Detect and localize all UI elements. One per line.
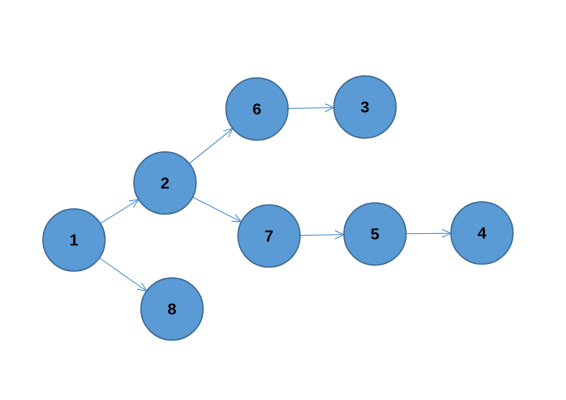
node-label: 4 [478,226,487,243]
edge-line [299,234,345,236]
node-circle [333,75,397,139]
node-8: 8 [140,277,204,341]
edge-7-5 [299,230,346,240]
edge-line [192,196,242,223]
edge-2-6 [188,127,234,164]
node-circle [450,201,514,265]
edge-1-8 [99,257,148,292]
node-5: 5 [343,202,407,266]
node-circle [42,208,106,272]
node-circle [133,151,197,215]
edge-line [99,257,147,292]
nodes-layer: 1 2 6 3 7 5 4 8 [42,75,514,341]
node-label: 2 [161,176,170,193]
node-label: 8 [168,302,177,319]
edge-5-4 [405,228,453,238]
edge-line [188,128,234,164]
node-label: 5 [371,227,380,244]
node-4: 4 [450,201,514,265]
node-circle [140,277,204,341]
node-6: 6 [225,77,289,141]
edge-6-3 [287,103,336,113]
node-label: 3 [361,100,370,117]
edge-1-2 [100,198,140,224]
node-label: 7 [265,229,274,246]
edge-line [287,107,335,109]
node-circle [237,204,301,268]
node-3: 3 [333,75,397,139]
node-2: 2 [133,151,197,215]
node-circle [225,77,289,141]
node-circle [343,202,407,266]
node-1: 1 [42,208,106,272]
node-label: 6 [253,102,262,119]
edge-line [100,199,139,224]
node-7: 7 [237,204,301,268]
edge-2-7 [192,196,243,223]
node-label: 1 [70,233,79,250]
